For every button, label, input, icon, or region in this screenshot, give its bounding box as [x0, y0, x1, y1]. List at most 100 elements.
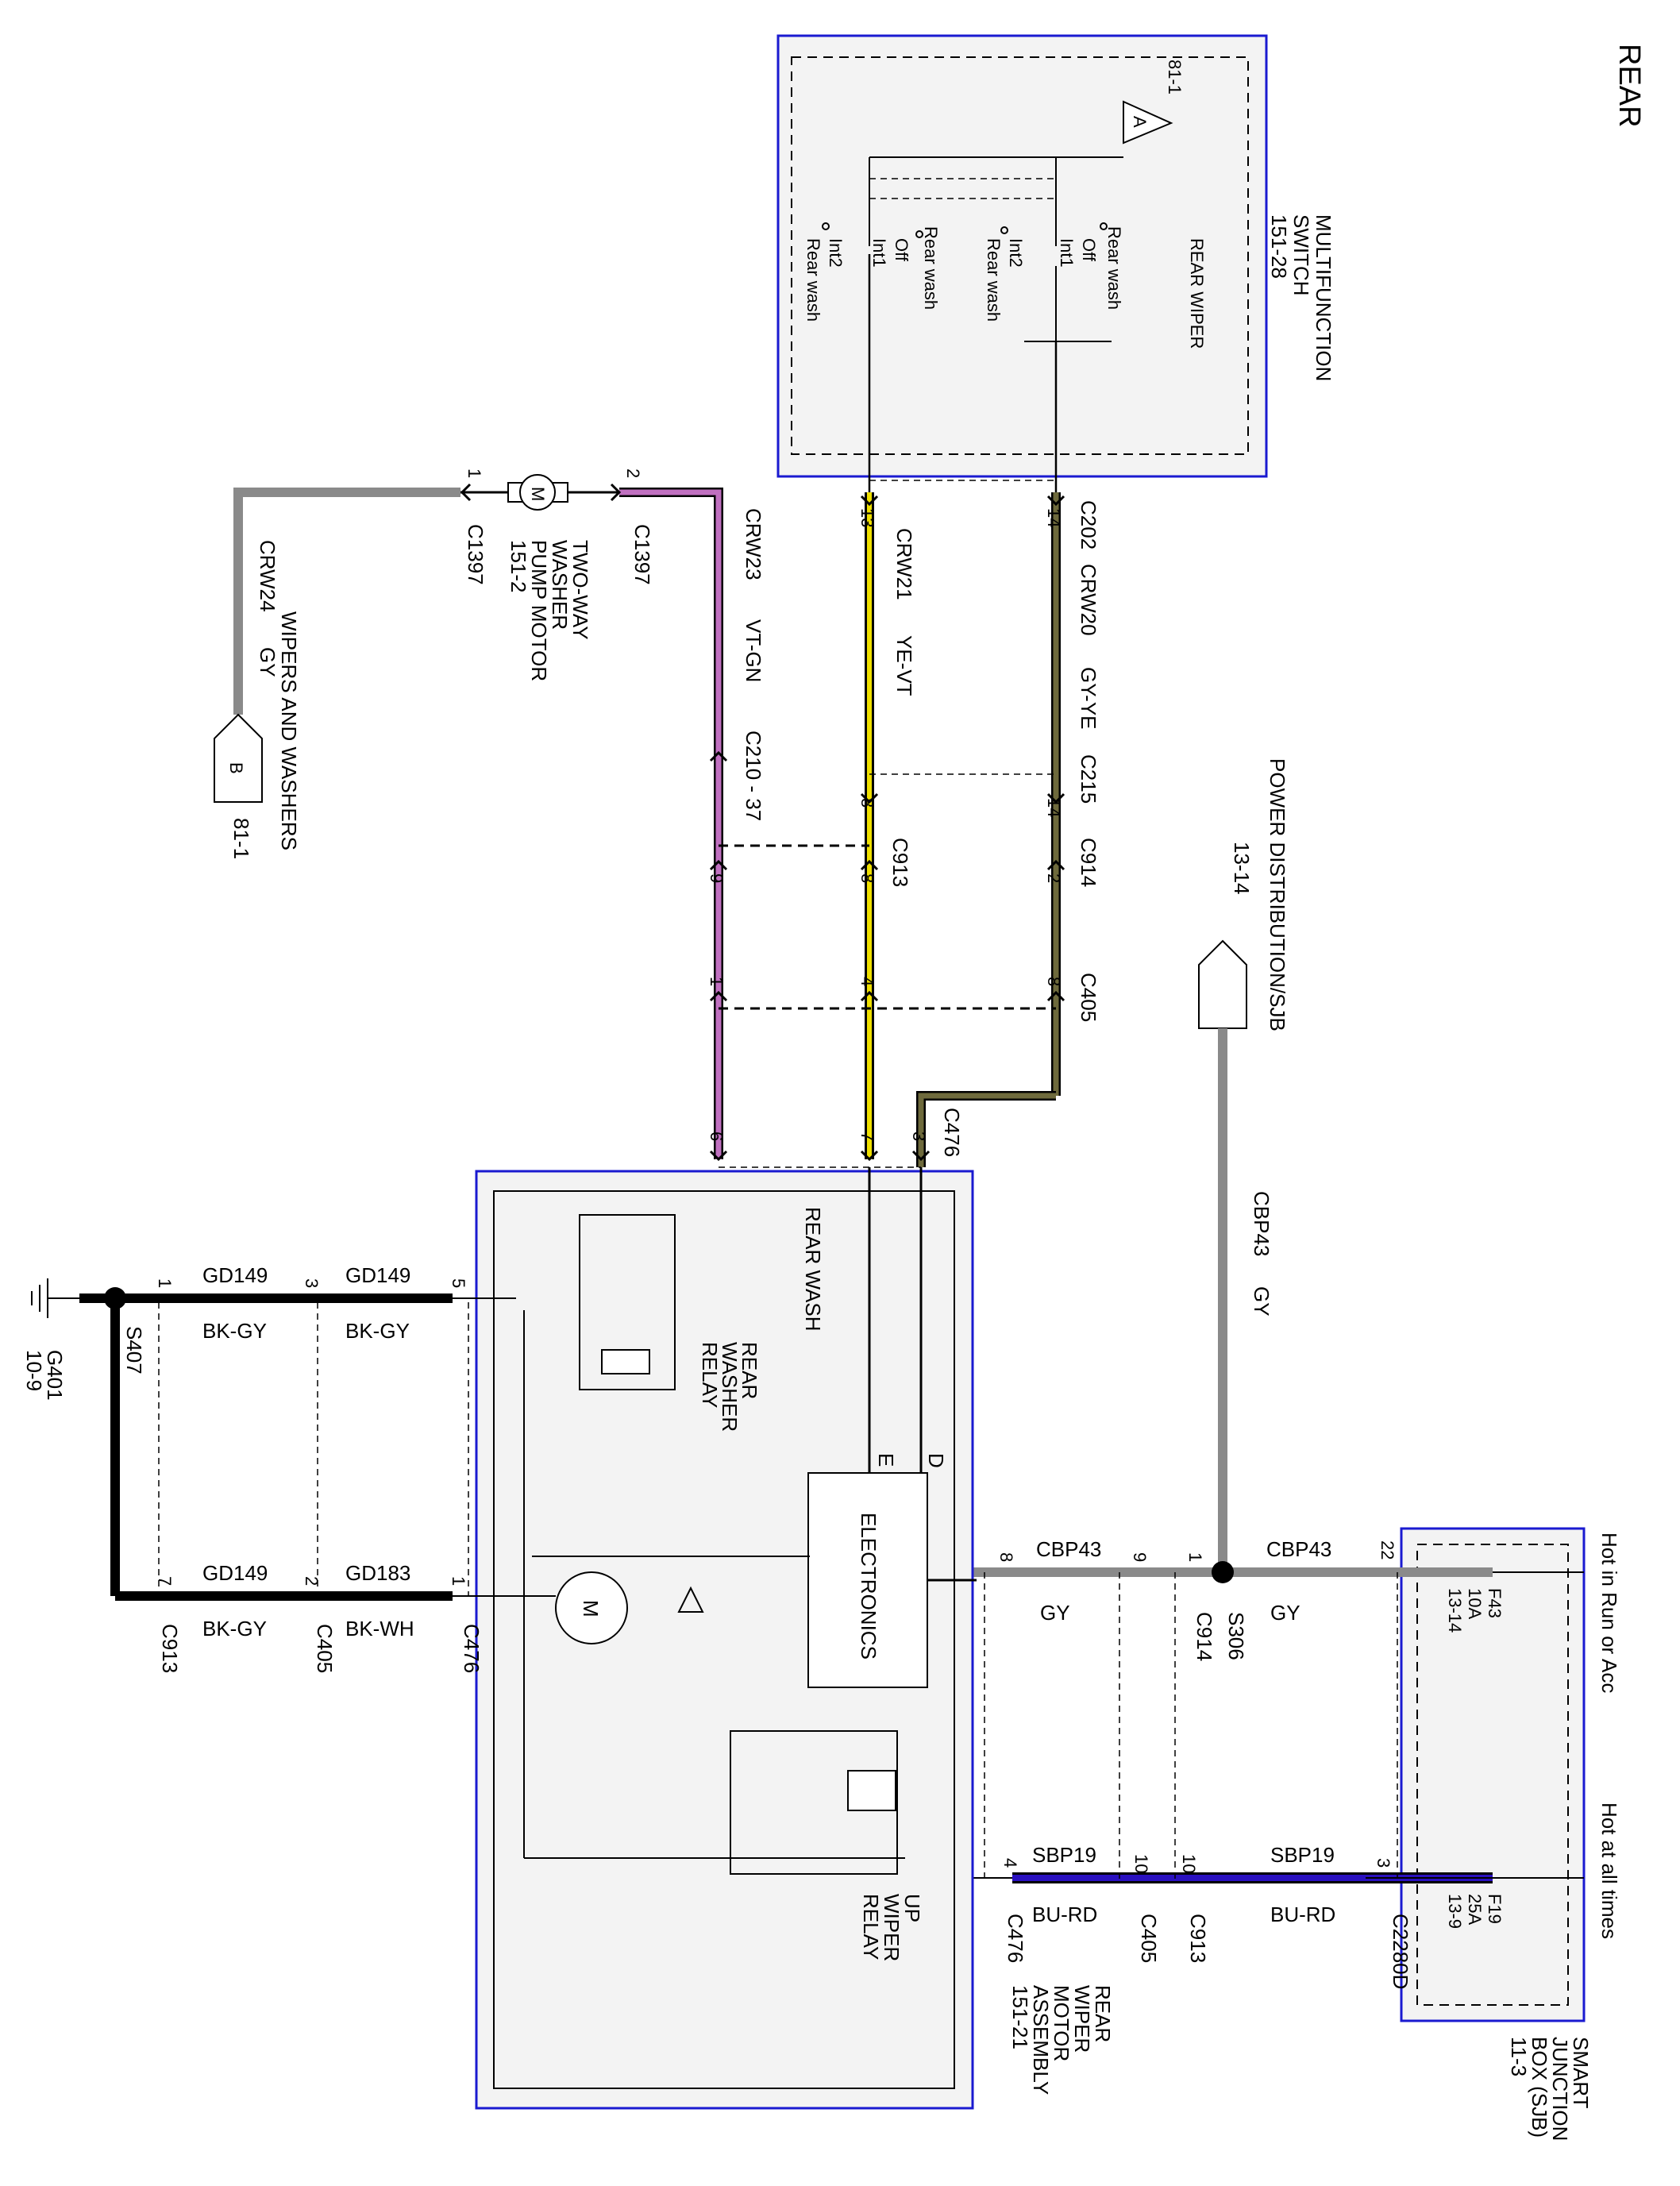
- diagram-label: REAR: [738, 1342, 761, 1399]
- diagram-label: 10-9: [22, 1350, 46, 1391]
- diagram-label: REAR WIPER: [1187, 238, 1207, 349]
- diagram-label: UP: [900, 1894, 924, 1922]
- diagram-label: 13-14: [1230, 842, 1254, 895]
- diagram-label: 7: [857, 1132, 877, 1141]
- rear-wiper-motor-assembly: REAR WIPER MOTOR ASSEMBLY 151-21 REAR WA…: [475, 1167, 1115, 2110]
- diagram-label: S306: [1224, 1612, 1248, 1660]
- diagram-label: 9: [707, 873, 726, 883]
- diagram-label: 11-3: [1507, 2037, 1531, 2076]
- diagram-label: E: [874, 1453, 898, 1467]
- diagram-label: C913: [1186, 1914, 1210, 1963]
- diagram-label: SBP19: [1270, 1843, 1335, 1867]
- diagram-label: 1: [155, 1278, 175, 1288]
- diagram-label: Int2: [1006, 238, 1026, 268]
- diagram-label: RELAY: [859, 1894, 883, 1960]
- diagram-label: C914: [1077, 838, 1100, 887]
- diagram-label: BK-GY: [202, 1319, 267, 1343]
- diagram-label: C914: [1193, 1612, 1216, 1661]
- diagram-label: C405: [1077, 973, 1100, 1022]
- diagram-label: A: [1130, 116, 1150, 128]
- diagram-label: G401: [43, 1350, 67, 1401]
- diagram-label: GD183: [345, 1561, 410, 1585]
- diagram-label: RELAY: [698, 1342, 722, 1408]
- diagram-label: Int1: [869, 238, 889, 268]
- diagram-label: C476: [460, 1624, 484, 1673]
- diagram-label: VT-GN: [742, 619, 765, 682]
- diagram-label: 3: [909, 1132, 929, 1141]
- diagram-label: 4: [1000, 1858, 1020, 1868]
- diode-icon: [677, 1586, 704, 1613]
- diagram-label: 8: [996, 1552, 1016, 1562]
- diagram-label: C913: [158, 1624, 182, 1673]
- diagram-label: 14: [1044, 508, 1064, 527]
- diagram-label: 22: [1378, 1540, 1397, 1560]
- diagram-label: 7: [155, 1576, 175, 1586]
- diagram-label: 8: [857, 873, 877, 883]
- diagram-label: B: [226, 762, 246, 774]
- diagram-label: M: [579, 1600, 603, 1617]
- diagram-label: CRW20: [1077, 564, 1100, 636]
- wiper-motor-icon: [555, 1571, 628, 1644]
- diagram-label: CBP43: [1036, 1537, 1101, 1561]
- splice-s407: [104, 1287, 126, 1309]
- diagram-label: ELECTRONICS: [857, 1513, 880, 1660]
- diagram-label: WIPER: [880, 1894, 904, 1961]
- diagram-label: WIPERS AND WASHERS: [277, 611, 301, 850]
- pin-numbers: 13 14 1 2 8 14 9 8 2 1 4 8 6 7 3 8 9 1 2…: [155, 468, 1397, 1873]
- diagram-label: YE-VT: [892, 635, 916, 696]
- diagram-label: SBP19: [1032, 1843, 1096, 1867]
- diagram-label: 151-21: [1008, 1985, 1032, 2049]
- diagram-label: BU-RD: [1032, 1903, 1097, 1926]
- diagram-label: C210 - 37: [742, 731, 765, 821]
- diagram-label: C476: [1004, 1914, 1027, 1963]
- diagram-label: Rear wash: [803, 238, 823, 322]
- diagram-label: F43: [1485, 1588, 1505, 1618]
- ground-icon: [31, 1278, 79, 1318]
- diagram-label: MOTOR: [1050, 1985, 1073, 2061]
- diagram-label: BOX (SJB): [1528, 2037, 1551, 2138]
- flag-a-icon: [1123, 100, 1173, 145]
- diagram-label: 2: [302, 1576, 322, 1586]
- diagram-label: 1: [464, 468, 484, 478]
- diagram-label: BK-WH: [345, 1617, 414, 1640]
- diagram-label: WIPER: [1070, 1985, 1094, 2053]
- diagram-label: C215: [1077, 754, 1100, 804]
- diagram-label: TWO-WAY: [568, 540, 592, 640]
- diagram-label: C476: [940, 1108, 964, 1157]
- diagram-label: 81-1: [1165, 60, 1185, 94]
- multifunction-switch: A 81-1 REAR WIPER MULTIFUNCTION SWITCH 1…: [776, 34, 1335, 492]
- motor-icon: [519, 474, 556, 511]
- diagram-label: Off: [1079, 238, 1099, 262]
- diagram-label: BK-GY: [345, 1319, 410, 1343]
- diagram-label: 13-9: [1445, 1894, 1465, 1929]
- diagram-label: 10: [1131, 1854, 1151, 1873]
- diagram-label: 1: [707, 977, 726, 986]
- diagram-label: 10: [1179, 1854, 1199, 1873]
- diagram-label: GD149: [202, 1561, 268, 1585]
- diagram-label: 151-28: [1267, 214, 1291, 279]
- diagram-label: GY: [1270, 1601, 1300, 1625]
- splice-s306: [1212, 1561, 1234, 1583]
- diagram-label: SMART: [1569, 2037, 1593, 2109]
- diagram-label: WASHER: [718, 1342, 742, 1432]
- diagram-label: REAR WASH: [801, 1207, 825, 1332]
- diagram-label: 14: [1044, 798, 1064, 817]
- smart-junction-box: SMART JUNCTION BOX (SJB) 11-3 Hot in Run…: [1400, 1527, 1621, 2141]
- diagram-label: Rear wash: [984, 238, 1004, 322]
- diagram-label: 25A: [1465, 1894, 1485, 1925]
- diagram-label: CBP43: [1250, 1191, 1273, 1256]
- diagram-label: C913: [888, 838, 912, 887]
- diagram-label: 9: [1130, 1552, 1150, 1562]
- diagram-label: GD149: [345, 1263, 410, 1287]
- diagram-label: 81-1: [229, 818, 253, 859]
- diagram-label: 3: [302, 1278, 322, 1288]
- connector-labels: C202 C1397 C1397 C210 - 37 C215 C913 C91…: [122, 500, 1412, 1989]
- diagram-label: CRW23: [742, 508, 765, 580]
- diagram-label: M: [528, 487, 548, 501]
- diagram-label: Int2: [826, 238, 846, 268]
- diagram-label: REAR: [1091, 1985, 1115, 2042]
- diagram-label: C405: [313, 1624, 337, 1673]
- diagram-label: 8: [857, 798, 877, 808]
- diagram-label: 3: [1374, 1858, 1393, 1868]
